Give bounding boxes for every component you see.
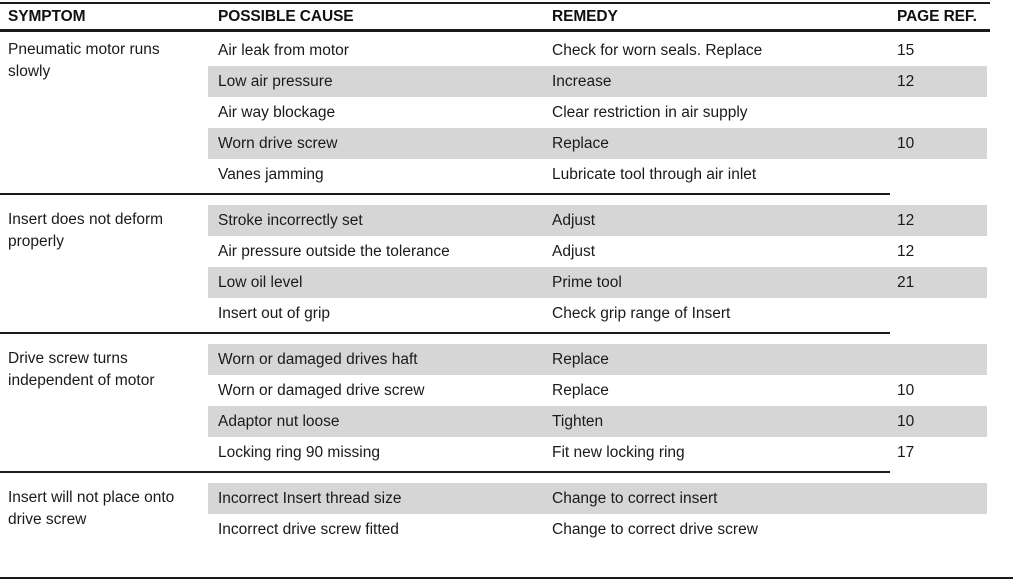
table-row: Insert out of grip Check grip range of In… <box>0 298 1013 329</box>
cell-possible-cause: Vanes jamming <box>218 166 324 183</box>
table-row: Low air pressure Increase 12 <box>0 66 1013 97</box>
cell-remedy: Change to correct insert <box>552 490 718 507</box>
cell-page-ref: 10 <box>897 135 915 152</box>
column-header-possible-cause: POSSIBLE CAUSE <box>218 8 354 25</box>
table-row: Locking ring 90 missing Fit new locking r… <box>0 437 1013 468</box>
cell-page-ref: 12 <box>897 212 915 229</box>
cell-possible-cause: Low air pressure <box>218 73 333 90</box>
group-separator-rule <box>0 193 890 195</box>
cell-page-ref: 10 <box>897 413 915 430</box>
table-top-rule <box>0 2 990 4</box>
cell-possible-cause: Worn or damaged drives haft <box>218 351 418 368</box>
table-row: Incorrect Insert thread size Change to co… <box>0 483 1013 514</box>
cell-remedy: Lubricate tool through air inlet <box>552 166 757 183</box>
cell-page-ref: 15 <box>897 42 915 59</box>
table-row: Air pressure outside the tolerance Adjust… <box>0 236 1013 267</box>
row-shading-band <box>208 406 987 437</box>
table-row: Air leak from motor Check for worn seals.… <box>0 35 1013 66</box>
cell-remedy: Tighten <box>552 413 604 430</box>
row-shading-band <box>208 483 987 514</box>
group-separator-rule <box>0 332 890 334</box>
cell-possible-cause: Worn drive screw <box>218 135 338 152</box>
cell-possible-cause: Worn or damaged drive screw <box>218 382 425 399</box>
cell-remedy: Replace <box>552 382 609 399</box>
cell-remedy: Prime tool <box>552 274 622 291</box>
cell-page-ref: 17 <box>897 444 915 461</box>
cell-page-ref: 12 <box>897 73 915 90</box>
cell-remedy: Change to correct drive screw <box>552 521 758 538</box>
column-header-remedy: REMEDY <box>552 8 618 25</box>
row-shading-band <box>208 205 987 236</box>
cell-possible-cause: Incorrect Insert thread size <box>218 490 402 507</box>
cell-remedy: Fit new locking ring <box>552 444 685 461</box>
cell-possible-cause: Stroke incorrectly set <box>218 212 363 229</box>
group-separator-rule <box>0 471 890 473</box>
cell-possible-cause: Low oil level <box>218 274 303 291</box>
table-row: Low oil level Prime tool 21 <box>0 267 1013 298</box>
table-row: Air way blockage Clear restriction in air… <box>0 97 1013 128</box>
table-header-row: SYMPTOM POSSIBLE CAUSE REMEDY PAGE REF. <box>0 6 1013 28</box>
symptom-label: Insert does not deform properly <box>8 211 164 250</box>
symptom-label: Drive screw turns independent of motor <box>8 350 155 389</box>
table-row: Worn drive screw Replace 10 <box>0 128 1013 159</box>
symptom-label: Insert will not place onto drive screw <box>8 489 175 528</box>
cell-possible-cause: Air pressure outside the tolerance <box>218 243 450 260</box>
cell-possible-cause: Air leak from motor <box>218 42 349 59</box>
row-shading-band <box>208 344 987 375</box>
cell-remedy: Replace <box>552 135 609 152</box>
cell-possible-cause: Air way blockage <box>218 104 336 121</box>
cell-remedy: Adjust <box>552 212 596 229</box>
cell-possible-cause: Insert out of grip <box>218 305 331 322</box>
table-row: Adaptor nut loose Tighten 10 <box>0 406 1013 437</box>
cell-possible-cause: Adaptor nut loose <box>218 413 340 430</box>
cell-page-ref: 12 <box>897 243 915 260</box>
cell-remedy: Check grip range of Insert <box>552 305 731 322</box>
cell-remedy: Increase <box>552 73 612 90</box>
cell-remedy: Replace <box>552 351 609 368</box>
symptom-label: Pneumatic motor runs slowly <box>8 41 160 80</box>
cell-page-ref: 21 <box>897 274 915 291</box>
table-row: Worn or damaged drive screw Replace 10 <box>0 375 1013 406</box>
table-row: Stroke incorrectly set Adjust 12 <box>0 205 1013 236</box>
cell-remedy: Clear restriction in air supply <box>552 104 748 121</box>
row-shading-band <box>208 128 987 159</box>
cell-remedy: Check for worn seals. Replace <box>552 42 763 59</box>
table-bottom-rule <box>0 577 1013 579</box>
column-header-symptom: SYMPTOM <box>8 8 86 25</box>
cell-possible-cause: Incorrect drive screw fitted <box>218 521 399 538</box>
cell-page-ref: 10 <box>897 382 915 399</box>
table-row: Vanes jamming Lubricate tool through air … <box>0 159 1013 190</box>
row-shading-band <box>208 267 987 298</box>
column-header-page-ref: PAGE REF. <box>897 8 977 25</box>
cell-remedy: Adjust <box>552 243 596 260</box>
row-shading-band <box>208 66 987 97</box>
table-row: Worn or damaged drives haft Replace <box>0 344 1013 375</box>
cell-possible-cause: Locking ring 90 missing <box>218 444 380 461</box>
table-row: Incorrect drive screw fitted Change to co… <box>0 514 1013 545</box>
table-header-rule <box>0 29 990 32</box>
